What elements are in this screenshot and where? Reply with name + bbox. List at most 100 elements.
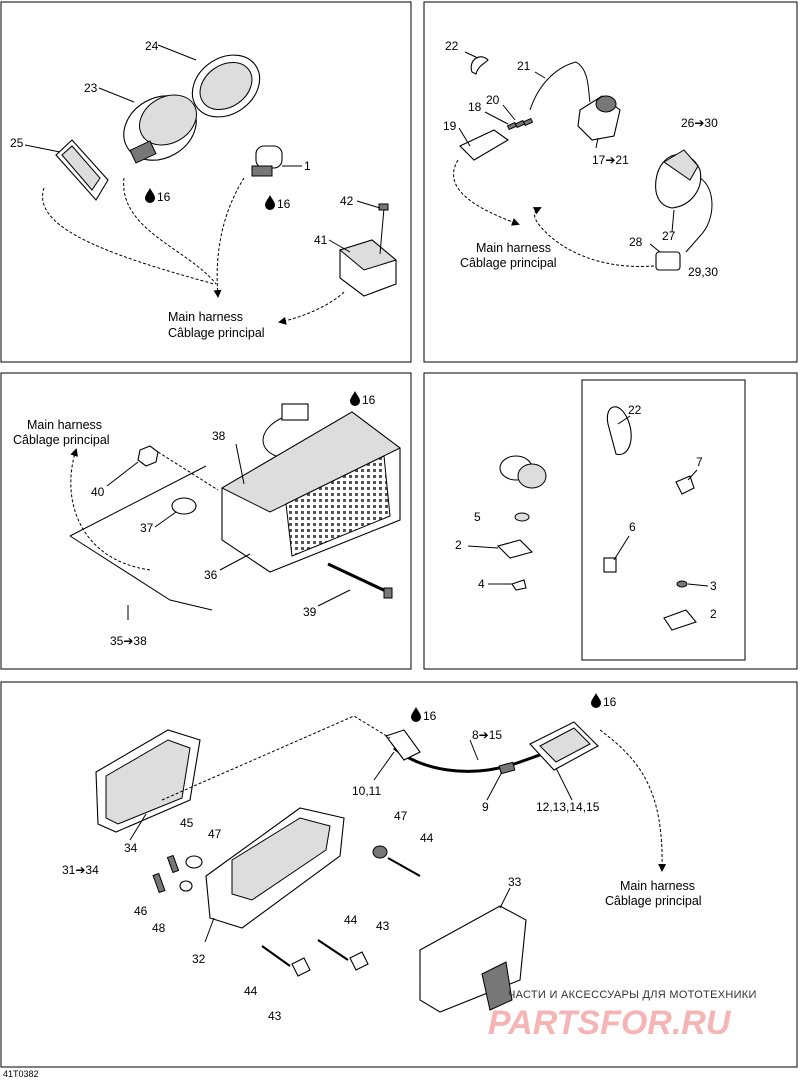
callout-12-15: 12,13,14,15 <box>536 800 600 814</box>
connector-12-15-face <box>539 727 591 763</box>
leader-21 <box>534 71 546 79</box>
callout-31-34: 31➔34 <box>62 863 99 877</box>
leader-20 <box>502 104 516 121</box>
callout-48: 48 <box>152 921 166 935</box>
callout-44c: 44 <box>244 984 258 998</box>
callout-22: 22 <box>445 39 459 53</box>
oil-16-d: 16 <box>423 709 437 723</box>
callout-44a: 44 <box>420 831 434 845</box>
connector-19 <box>459 129 510 161</box>
pins <box>506 117 534 131</box>
callout-26-30: 26➔30 <box>681 116 718 130</box>
wire-21 <box>529 61 591 111</box>
callout-39: 39 <box>303 605 317 619</box>
callout-27: 27 <box>662 229 676 243</box>
rivet-7 <box>675 475 695 495</box>
leader-10-11 <box>373 751 395 781</box>
axis-lens <box>161 715 391 801</box>
callout-22b: 22 <box>628 403 642 417</box>
callout-2a: 2 <box>455 538 462 552</box>
callout-3: 3 <box>710 579 717 593</box>
leader-18 <box>484 111 509 125</box>
callout-32: 32 <box>192 952 206 966</box>
headlamp-socket <box>129 140 157 164</box>
screw-3 <box>676 580 688 588</box>
leader-28 <box>649 243 661 253</box>
leader-19 <box>458 127 471 147</box>
callout-45: 45 <box>180 816 194 830</box>
callout-1: 1 <box>304 159 311 173</box>
callout-8-15: 8➔15 <box>472 728 502 742</box>
lamp-lens <box>105 739 191 825</box>
harness-label-en: Main harness <box>27 418 102 432</box>
wire-19 <box>453 159 520 226</box>
watermark-logo: PARTSFOR.RU <box>488 1004 732 1042</box>
oil-16-c: 16 <box>362 393 376 407</box>
harness-label-fr: Câblage principal <box>605 894 702 908</box>
lamp-socket-33 <box>481 961 513 1011</box>
panel-1-frame <box>0 1 412 363</box>
leader-22b <box>617 415 631 425</box>
callout-7: 7 <box>696 455 703 469</box>
clip-6 <box>603 557 617 573</box>
leader-42 <box>356 200 381 209</box>
leader-22 <box>464 51 479 59</box>
screw-46 <box>152 872 166 894</box>
panel-2: 22 21 20 18 19 17➔21 26➔30 27 28 29,30 M… <box>443 39 718 279</box>
leader-39 <box>317 589 351 607</box>
callout-43b: 43 <box>268 1009 282 1023</box>
callout-36: 36 <box>204 568 218 582</box>
callout-29-30: 29,30 <box>688 265 718 279</box>
oil-16-b: 16 <box>277 197 291 211</box>
callout-19: 19 <box>443 119 457 133</box>
callout-4: 4 <box>478 577 485 591</box>
panel-4: 22 7 5 2 6 4 3 2 <box>455 403 717 631</box>
callout-38: 38 <box>212 429 226 443</box>
bulb <box>255 145 283 169</box>
callout-41: 41 <box>314 233 328 247</box>
oil-drop-icon <box>591 693 601 708</box>
leader-12-15 <box>555 767 573 801</box>
leader-25 <box>24 144 61 153</box>
leader-7 <box>687 469 698 481</box>
knob-43a <box>349 951 369 971</box>
panel-1: 24 23 25 1 42 41 16 16 Main harness Câbl… <box>10 39 398 340</box>
panel-2-frame <box>423 1 798 363</box>
oil-drop-icon <box>265 195 275 210</box>
callout-43a: 43 <box>376 919 390 933</box>
washer-48 <box>179 880 193 892</box>
panel-4-inner-frame <box>581 379 746 661</box>
oil-16-a: 16 <box>157 190 171 204</box>
callout-21: 21 <box>517 59 531 73</box>
leader-34 <box>129 813 147 841</box>
bulb-base <box>251 165 273 177</box>
callout-23: 23 <box>84 81 98 95</box>
callout-46: 46 <box>134 904 148 918</box>
leader-33 <box>499 887 511 909</box>
wire-28 <box>532 207 655 268</box>
panel-5: 8➔15 10,11 9 12,13,14,15 31➔34 34 45 47 … <box>62 693 702 1023</box>
leader-38 <box>235 443 245 485</box>
leader-23 <box>98 87 135 103</box>
knob-43b <box>291 957 311 977</box>
callout-28: 28 <box>629 235 643 249</box>
washer-5 <box>514 512 530 522</box>
bolt-44a <box>387 857 421 877</box>
axis-nut <box>157 451 219 491</box>
splice-9 <box>498 761 516 775</box>
panel-4-frame <box>423 372 798 670</box>
leader-41 <box>328 239 351 253</box>
screw-42-shaft <box>379 207 385 255</box>
wire-taillight <box>70 448 151 571</box>
wire-12-15 <box>599 729 667 872</box>
screw-42-head <box>378 203 389 211</box>
callout-24: 24 <box>145 39 159 53</box>
oil-drop-icon <box>145 188 155 203</box>
wire-1 <box>213 177 245 298</box>
connector-10-11 <box>385 729 421 761</box>
relay-top <box>338 239 398 271</box>
switch-17-knob <box>595 95 617 113</box>
clip-4 <box>511 579 527 591</box>
bolt-44b <box>317 939 349 961</box>
callout-10-11: 10,11 <box>352 784 381 798</box>
